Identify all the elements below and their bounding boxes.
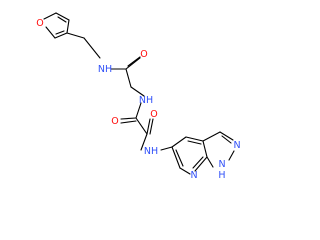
bond: [171, 146, 181, 169]
bond: [175, 149, 184, 167]
bond: [127, 56, 141, 67]
bond: [57, 16, 67, 23]
oxygen-label: O: [140, 49, 147, 60]
bond: [192, 156, 204, 169]
nitrogen-label: NH: [139, 95, 153, 106]
bond: [187, 140, 202, 145]
bond: [130, 86, 145, 97]
nitrogen-label: NH: [144, 146, 158, 157]
bond: [202, 131, 221, 142]
bond: [206, 156, 214, 168]
bond: [160, 146, 173, 151]
bond: [146, 118, 151, 135]
bond: [125, 68, 132, 88]
bond: [140, 133, 148, 151]
nitrogen-label: N: [190, 170, 197, 181]
bond: [179, 167, 191, 175]
bond: [135, 117, 148, 135]
nitrogen-label: N: [233, 140, 240, 151]
hydrogen-label: H: [218, 170, 225, 181]
bond: [83, 37, 101, 59]
bond: [194, 156, 208, 172]
bond: [149, 118, 154, 135]
bond: [55, 12, 70, 21]
oxygen-label: O: [36, 18, 43, 29]
bond: [43, 12, 57, 20]
bond: [66, 19, 70, 34]
bond: [120, 117, 137, 120]
bond: [171, 136, 187, 148]
oxygen-label: O: [150, 109, 157, 120]
structure-canvas: O NH O NH O O NH N N N H: [36, 12, 241, 181]
bond: [45, 26, 56, 39]
bond: [202, 140, 208, 158]
oxygen-label: O: [111, 116, 118, 127]
bond: [125, 57, 141, 70]
bond: [185, 136, 204, 142]
bond: [120, 120, 137, 124]
bond: [66, 32, 85, 39]
molecule-drawing: O NH O NH O O NH N N N H: [36, 12, 241, 181]
bond: [54, 32, 68, 39]
nitrogen-label: N: [218, 159, 225, 170]
bond: [221, 135, 232, 144]
bond: [228, 150, 235, 161]
bond: [55, 30, 65, 35]
nitrogen-label: NH: [98, 64, 112, 75]
bond: [135, 102, 142, 119]
bond: [219, 131, 234, 141]
bond-lines: [43, 12, 235, 175]
